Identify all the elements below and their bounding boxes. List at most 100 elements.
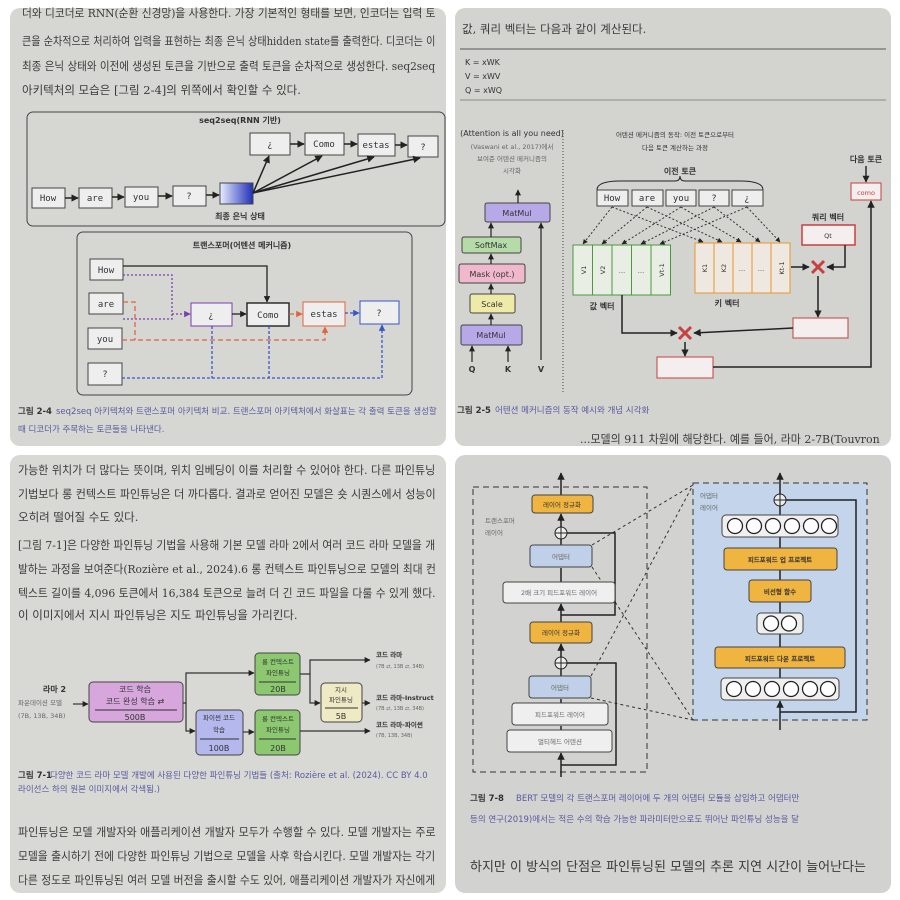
token-label: ¿: [208, 311, 213, 321]
adapter-flow: [776, 472, 857, 730]
next-token-label: 다음 토큰: [850, 154, 883, 164]
tf-input-token: [89, 258, 124, 281]
node-label: 파인튜닝: [266, 725, 290, 734]
block-down-project: [714, 646, 846, 669]
output-sizes: (7B ⇄, 13B ⇄, 34B): [376, 706, 424, 712]
caption-label: 그림 7-8: [470, 793, 504, 804]
caption: 등의 연구(2019)에서는 적은 수의 학습 가능한 파라미터만으로도 뛰어난…: [470, 814, 799, 825]
token-label: How: [604, 194, 621, 204]
flow-arrows: [73, 657, 371, 735]
tf-output-token: [302, 301, 346, 327]
node-size: 5B: [336, 712, 347, 721]
text-line: [그림 7-1]은 다양한 파인튜닝 기법을 사용해 기본 모델 라마 2에서 …: [18, 539, 435, 552]
equation: K = xWK: [465, 58, 501, 67]
text-line: 모델을 출시하기 전에 다양한 파인튜닝 기법으로 모델을 사후 학습시킨다. …: [18, 849, 435, 863]
output-model: 코드 라마: [376, 650, 402, 659]
text-line: 더와 디코더로 RNN(순환 신경망)을 사용한다. 가장 기본적인 형태를 보…: [22, 7, 436, 20]
node-size: 500B: [125, 713, 146, 722]
node-label: 롱 컨텍스트: [262, 714, 294, 723]
token-label: you: [133, 193, 149, 203]
output-model: 코드 라마-파이썬: [376, 720, 423, 729]
tf-output-token: [359, 300, 400, 325]
block-adapter-bottom: [528, 675, 592, 699]
caption-label: 그림 2-4: [18, 406, 52, 417]
diagram-title: 다음 토큰 계산하는 과정: [642, 143, 708, 152]
node-label: 파이썬 코드: [203, 713, 235, 722]
text-line: 최종 은닉 상태와 이전에 생성된 토큰을 기반으로 출력 토큰을 순차적으로 …: [22, 60, 435, 74]
block-label: 레이어 정규화: [543, 500, 581, 509]
next-token-box: [850, 182, 882, 201]
caption: seq2seq 아키텍처와 트랜스포머 아키텍처 비교. 트랜스포머 아키텍처에…: [56, 406, 437, 417]
token-label: How: [98, 266, 115, 276]
rnn-output-token: [407, 135, 439, 158]
block-scale: [469, 293, 516, 314]
value-cell: V2: [599, 266, 607, 275]
query-vector-label: 쿼리 벡터: [812, 212, 844, 222]
token-label: are: [639, 194, 655, 204]
rnn-input-token: [78, 187, 113, 209]
base-model-label: 라마 2: [43, 684, 66, 694]
diagram-title: 어텐션 메커니즘의 동작: 이전 토큰으로부터: [616, 130, 734, 139]
base-model-label: 파운데이션 모델: [18, 698, 62, 707]
node-long-context-2: [254, 709, 301, 756]
key-vector-label: 키 벡터: [715, 298, 740, 308]
equation: Q = xWQ: [465, 86, 502, 95]
token-label: ?: [376, 309, 381, 319]
block-label: SoftMax: [475, 241, 508, 250]
caption: 때 디코더가 주목하는 토큰들을 나타낸다.: [18, 424, 164, 435]
block-label: Mask (opt.): [469, 270, 514, 279]
token-label: are: [87, 194, 103, 204]
input-label: K: [505, 365, 512, 374]
figure-2-4: seq2seq(RNN 기반) How are you ? 최종 은닉 상태 ¿…: [18, 111, 446, 435]
text-line: 하지만 이 방식의 단점은 파인튜닝된 모델의 추론 지연 시간이 늘어난다는: [470, 860, 866, 875]
prev-token: [631, 189, 664, 207]
key-cell: …: [758, 265, 765, 273]
hidden-state: [219, 182, 254, 205]
tf-input-token: [87, 362, 123, 386]
block-label: 레이어 정규화: [542, 628, 580, 637]
page-photo-top-right: [455, 8, 891, 446]
output-box: [656, 356, 714, 379]
value-vector-label: 값 벡터: [590, 301, 615, 311]
input-label: Q: [469, 365, 476, 374]
node-label: 코드 완성 학습 ⇄: [106, 696, 165, 706]
transformer-layer-frame: [472, 486, 648, 773]
transformer-layer-label: 레이어: [485, 528, 503, 537]
intro-paragraph: 더와 디코더로 RNN(순환 신경망)을 사용한다. 가장 기본적인 형태를 보…: [22, 7, 436, 97]
token-label: ?: [420, 143, 425, 153]
rnn-title: seq2seq(RNN 기반): [199, 115, 281, 125]
block-layer-norm-mid: [529, 621, 593, 644]
value-vectors: [572, 244, 671, 296]
block-ffn-2x: [502, 581, 616, 604]
block-label: Scale: [481, 300, 503, 309]
text-line: 가능한 위치가 더 많다는 뜻이며, 위치 임베딩이 이를 처리할 수 있어야 …: [18, 464, 435, 477]
prev-token: [698, 189, 730, 207]
token-label: ¿: [267, 140, 272, 150]
note-line: 시각화: [503, 167, 521, 175]
token-label: How: [40, 194, 57, 204]
text-line: 아키텍처의 모습은 [그림 2-4]의 위쪽에서 확인할 수 있다.: [22, 83, 301, 97]
block-label: MatMul: [476, 331, 505, 340]
key-vectors: [694, 242, 791, 294]
caption: BERT 모델의 각 트랜스포머 레이어에 두 개의 어댑터 모듈을 삽입하고 …: [516, 793, 799, 804]
key-cell: …: [739, 265, 746, 273]
text-line: 오히려 떨어질 수도 있다.: [18, 510, 138, 524]
caption: 어텐션 메커니즘의 동작 예시와 개념 시각화: [495, 405, 649, 416]
rnn-input-token: [172, 185, 207, 207]
block-ffn: [511, 702, 609, 726]
rnn-frame: [26, 111, 446, 227]
rnn-input-token: [124, 186, 159, 208]
neuron-icons: [762, 615, 798, 632]
token-label: ?: [102, 370, 107, 380]
next-token: como: [857, 189, 875, 197]
page-photo-top-left: [10, 8, 446, 446]
base-model-label: (7B, 13B, 34B): [18, 712, 65, 720]
figure-7-8: 트랜스포머 레이어 어댑터 레이어: [470, 472, 868, 825]
prev-token: [665, 189, 697, 207]
token-label: ¿: [744, 194, 749, 204]
note-line: (Attention is all you need): [460, 129, 564, 138]
neuron-icons: [725, 680, 837, 698]
output-sizes: (7B, 13B, 34B): [376, 733, 413, 739]
text-line: 발하는 과정을 보여준다(Rozière et al., 2024).6 롱 컨…: [18, 562, 436, 576]
